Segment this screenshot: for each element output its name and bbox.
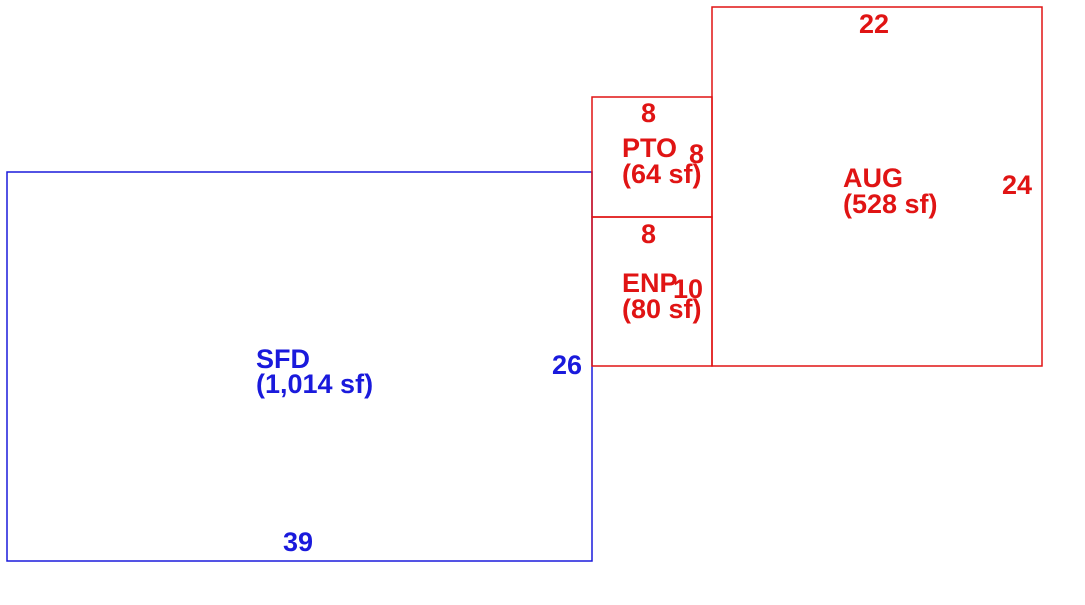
area-enp: 8 ENP (80 sf) 10	[591, 216, 713, 367]
enp-depth-label: 10	[673, 274, 703, 304]
sfd-area-label: (1,014 sf)	[256, 369, 373, 399]
area-pto: 8 PTO (64 sf) 8	[591, 96, 713, 218]
enp-area-label: (80 sf)	[622, 294, 702, 324]
aug-depth-label: 24	[1002, 170, 1032, 200]
aug-outline	[711, 6, 1043, 367]
aug-width-label: 22	[859, 9, 889, 39]
enp-code-label: ENP	[622, 268, 678, 298]
enp-width-label: 8	[641, 219, 656, 249]
pto-area-label: (64 sf)	[622, 159, 702, 189]
aug-code-label: AUG	[843, 163, 903, 193]
sfd-code-label: SFD	[256, 344, 310, 374]
pto-code-label: PTO	[622, 133, 677, 163]
sfd-width-label: 39	[283, 527, 313, 557]
area-aug: 22 AUG (528 sf) 24	[711, 6, 1043, 367]
area-sfd: SFD (1,014 sf) 26 39	[6, 171, 593, 562]
pto-depth-label: 8	[689, 139, 704, 169]
pto-width-label: 8	[641, 98, 656, 128]
sfd-depth-label: 26	[552, 350, 582, 380]
aug-area-label: (528 sf)	[843, 189, 938, 219]
